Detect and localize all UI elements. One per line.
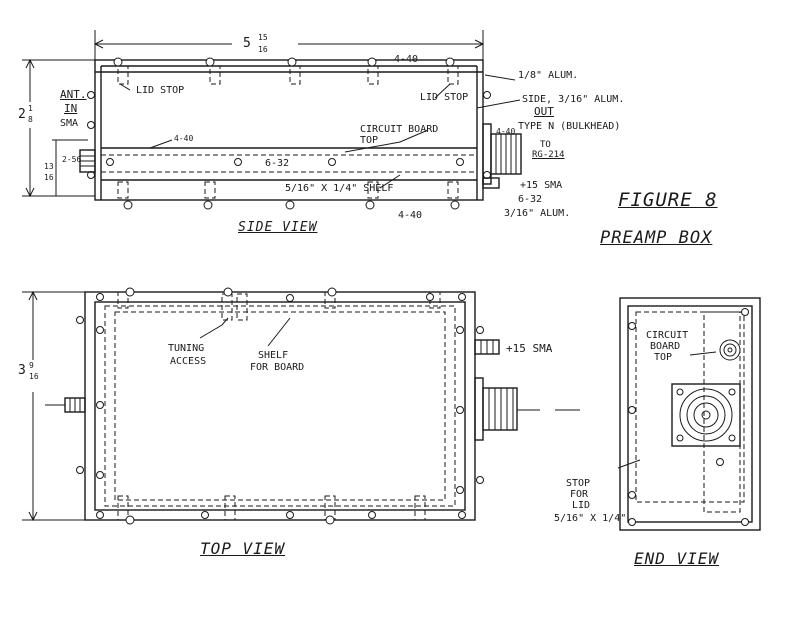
side-height-den: 8	[28, 115, 33, 124]
label-plus15-sma-top: +15 SMA	[506, 342, 553, 355]
label-end-size: 5/16" x 1/4"	[554, 513, 627, 524]
top-view-caption: TOP VIEW	[200, 539, 286, 558]
label-circuit: CIRCUIT	[646, 330, 689, 341]
top-height-num: 9	[29, 361, 34, 370]
side-width-den: 16	[258, 45, 268, 54]
label-screw-2-56: 2-56	[62, 155, 82, 164]
top-height-whole: 3	[18, 363, 26, 378]
label-screw-bottom: 4-40	[398, 210, 423, 221]
label-screw-6-32-b: 6-32	[518, 194, 543, 205]
label-rg214: RG-214	[532, 150, 565, 160]
label-top: TOP	[654, 352, 673, 363]
label-screw-top: 4-40	[394, 54, 419, 65]
label-alum-eighth: 1/8" ALUM.	[518, 70, 579, 81]
label-ant: ANT.	[60, 88, 87, 101]
label-out: OUT	[534, 105, 554, 118]
label-to: TO	[540, 140, 551, 150]
label-plus15-sma-side: +15 SMA	[520, 180, 563, 191]
side-conn-den: 16	[44, 173, 54, 182]
side-height-num: 1	[28, 104, 33, 113]
end-view-drawing	[617, 297, 761, 531]
side-conn-num: 13	[44, 162, 54, 171]
label-shelf-top: SHELF	[258, 350, 289, 361]
label-lid: LID	[572, 500, 591, 511]
label-shelf-side: 5/16" x 1/4" SHELF	[285, 183, 394, 194]
top-view-drawing	[22, 287, 580, 525]
label-for: FOR	[570, 489, 589, 500]
side-width-whole: 5	[243, 36, 251, 51]
label-lid-stop-left: LID STOP	[136, 85, 185, 96]
label-for-board: FOR BOARD	[250, 362, 305, 373]
label-circuit-board-top: CIRCUIT BOARD TOP	[360, 124, 439, 146]
label-screw-6-32: 6-32	[265, 158, 290, 169]
label-board: BOARD	[650, 341, 681, 352]
figure-title: FIGURE 8	[618, 189, 718, 211]
label-sma: SMA	[60, 118, 79, 129]
label-access: ACCESS	[170, 356, 207, 367]
side-width-num: 15	[258, 33, 268, 42]
label-stop: STOP	[566, 478, 591, 489]
side-view-drawing	[22, 30, 522, 210]
figure-subtitle: PREAMP BOX	[600, 228, 713, 248]
label-tuning: TUNING	[168, 343, 205, 354]
side-height-whole: 2	[18, 107, 26, 122]
label-in: IN	[64, 102, 78, 115]
top-height-den: 16	[29, 372, 39, 381]
end-view-caption: END VIEW	[634, 549, 720, 568]
side-view-caption: SIDE VIEW	[238, 220, 318, 235]
label-alum-3-16: 3/16" ALUM.	[504, 208, 571, 219]
label-type-n: TYPE N (BULKHEAD)	[518, 121, 621, 132]
label-screw-out: 4-40	[496, 127, 516, 136]
label-lid-stop-right: LID STOP	[420, 92, 469, 103]
label-screw-mid: 4-40	[174, 134, 194, 143]
label-side-alum: SIDE, 3/16" ALUM.	[522, 94, 625, 105]
